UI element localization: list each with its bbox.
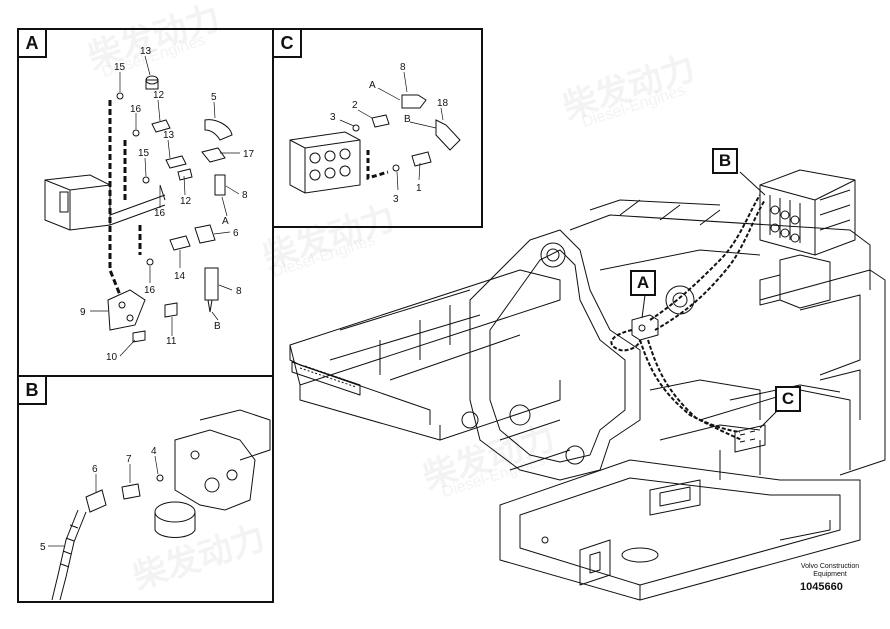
panel-letter-a: A xyxy=(19,30,47,58)
part-number: 13 xyxy=(140,46,152,57)
part-number: 16 xyxy=(154,208,166,219)
company-label: Volvo Construction Equipment xyxy=(800,563,860,578)
part-number: 3 xyxy=(393,194,399,205)
callout-b[interactable]: B xyxy=(712,148,738,174)
part-number: 3 xyxy=(330,112,336,123)
part-number: 5 xyxy=(40,542,46,553)
part-number: 8 xyxy=(236,286,242,297)
part-number: 8 xyxy=(400,62,406,73)
part-number: 4 xyxy=(151,446,157,457)
detail-panel-c: C xyxy=(272,28,483,228)
part-number: 9 xyxy=(80,307,86,318)
panel-c-part-numbers: 8 A 18 2 B 3 1 3 xyxy=(330,62,449,205)
panel-a-part-numbers: 13 15 16 12 13 5 15 17 12 16 8 A 6 14 16… xyxy=(80,46,255,363)
part-number: 16 xyxy=(144,285,156,296)
panel-b-part-numbers: 6 7 4 5 xyxy=(40,446,157,553)
part-number: 2 xyxy=(352,100,358,111)
part-number: 6 xyxy=(92,464,98,475)
part-number: A xyxy=(222,216,229,227)
part-number: 12 xyxy=(180,196,192,207)
part-number: 7 xyxy=(126,454,132,465)
callout-c[interactable]: C xyxy=(775,386,801,412)
panel-letter-c: C xyxy=(274,30,302,58)
part-number: 8 xyxy=(242,190,248,201)
part-number: B xyxy=(404,114,411,125)
part-number: 5 xyxy=(211,92,217,103)
part-number: 1 xyxy=(416,183,422,194)
part-number: 18 xyxy=(437,98,449,109)
part-number: B xyxy=(214,321,221,332)
part-number: 15 xyxy=(114,62,126,73)
part-number: 16 xyxy=(130,104,142,115)
callout-a[interactable]: A xyxy=(630,270,656,296)
panel-letter-b: B xyxy=(19,377,47,405)
part-number: A xyxy=(369,80,376,91)
part-number: 14 xyxy=(174,271,186,282)
part-number: 15 xyxy=(138,148,150,159)
part-number: 12 xyxy=(153,90,165,101)
part-number: 11 xyxy=(166,336,177,347)
part-number: 13 xyxy=(163,130,175,141)
part-number: 17 xyxy=(243,149,255,160)
part-number: 6 xyxy=(233,228,239,239)
drawing-number: 1045660 xyxy=(800,581,843,593)
part-number: 10 xyxy=(106,352,118,363)
detail-panel-b: B xyxy=(17,375,274,603)
detail-panel-a: A xyxy=(17,28,274,377)
